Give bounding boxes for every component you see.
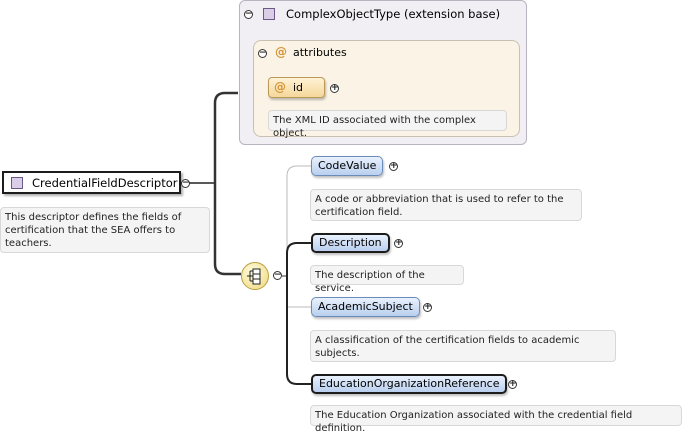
element-education-organization-reference[interactable]: EducationOrganizationReference (311, 374, 508, 394)
root-element-description: This descriptor defines the fields of ce… (0, 207, 210, 253)
collapse-attributes-toggle[interactable]: − (258, 48, 267, 58)
element-description[interactable]: Description (311, 233, 390, 253)
expand-academic-subject-toggle[interactable]: + (423, 302, 432, 312)
collapse-sequence-toggle[interactable]: − (273, 270, 282, 280)
sequence-compositor-icon[interactable] (241, 262, 269, 290)
attribute-id[interactable]: @ id (268, 77, 325, 98)
academic-subject-description: A classification of the certification fi… (310, 330, 616, 362)
education-organization-reference-description: The Education Organization associated wi… (310, 405, 682, 434)
element-academic-subject[interactable]: AcademicSubject (311, 297, 420, 317)
attribute-icon: @ (275, 45, 287, 59)
attribute-id-description: The XML ID associated with the complex o… (268, 110, 507, 139)
description-description: The description of the service. (310, 265, 464, 294)
sequence-glyph (247, 268, 261, 285)
collapse-extension-toggle[interactable]: − (244, 9, 253, 19)
code-value-description: A code or abbreviation that is used to r… (310, 189, 582, 221)
expand-description-toggle[interactable]: + (394, 238, 403, 248)
attribute-icon: @ (274, 80, 286, 94)
element-code-value[interactable]: CodeValue (311, 156, 384, 176)
attribute-name: id (293, 81, 304, 94)
complex-type-icon (263, 8, 275, 20)
root-element[interactable]: CredentialFieldDescriptor (2, 171, 181, 194)
expand-education-organization-reference-toggle[interactable]: + (508, 379, 517, 389)
expand-code-value-toggle[interactable]: + (389, 161, 398, 171)
collapse-root-toggle[interactable]: − (181, 178, 190, 188)
extension-title: ComplexObjectType (extension base) (286, 7, 501, 21)
complex-type-icon (11, 177, 23, 189)
attributes-label: attributes (293, 46, 347, 59)
expand-id-toggle[interactable]: + (330, 83, 339, 93)
root-element-name: CredentialFieldDescriptor (32, 176, 178, 190)
